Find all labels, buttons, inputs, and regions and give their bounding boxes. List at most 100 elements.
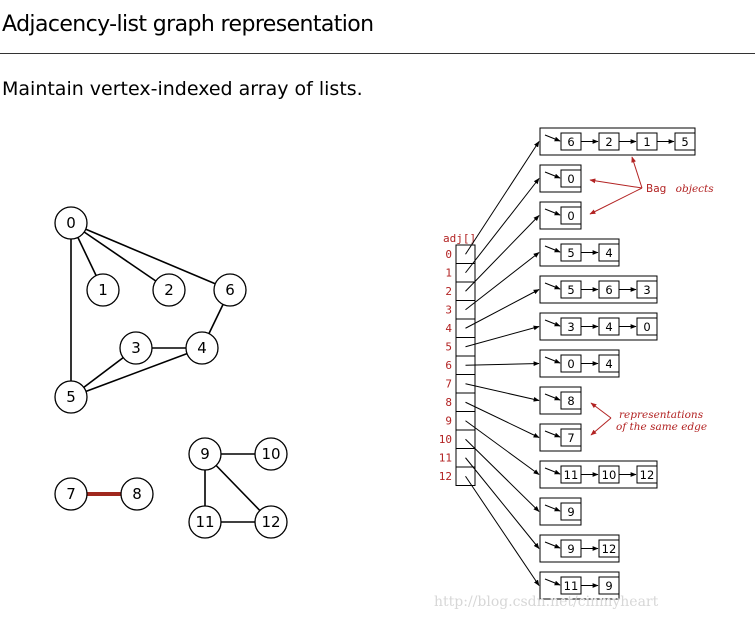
graph-node-label: 8 [132, 485, 142, 503]
first-pointer [544, 356, 561, 364]
graph-node-label: 12 [261, 513, 280, 531]
first-pointer [544, 282, 561, 290]
graph-node-circle [54, 380, 88, 414]
list-node-5-0: 3 [567, 320, 574, 334]
adj-index-6: 6 [445, 359, 452, 372]
graph-node-12: 12 [254, 505, 288, 539]
graph-node-circle [185, 331, 219, 365]
bag-arrow-2 [589, 187, 643, 215]
adj-pointer-1 [465, 178, 540, 274]
list-node-box [560, 391, 582, 410]
rep-arrow-0 [590, 402, 612, 419]
adj-index-0: 0 [445, 248, 452, 261]
first-pointer [544, 541, 561, 549]
list-node-0-1: 2 [605, 135, 612, 149]
graph-node-label: 4 [197, 339, 207, 357]
graph-edge-0-6 [70, 222, 231, 291]
list-node-11-0: 9 [567, 542, 574, 556]
first-pointer [544, 319, 561, 327]
first-pointer [544, 208, 561, 216]
adj-index-4: 4 [445, 322, 452, 335]
first-pointer [544, 245, 561, 253]
graph-node-circle [86, 273, 120, 307]
adj-pointer-9 [465, 420, 540, 475]
graph-node-7: 7 [54, 477, 88, 511]
list-node-box [598, 539, 620, 558]
list-node-6-0: 0 [567, 357, 574, 371]
adj-pointer-8 [465, 401, 540, 438]
rep-arrow-1 [590, 417, 612, 436]
list-node-box [598, 243, 620, 262]
graph-node-circle [152, 273, 186, 307]
graph-node-circle [120, 477, 154, 511]
graph-node-2: 2 [152, 273, 186, 307]
list-node-box [560, 169, 582, 188]
list-node-3-0: 5 [567, 246, 574, 260]
adj-pointer-3 [465, 252, 540, 311]
bag-1: 0 [539, 164, 582, 193]
graph-node-4: 4 [185, 331, 219, 365]
adj-index-1: 1 [445, 267, 452, 280]
list-node-box [636, 317, 658, 336]
adj-pointer-2 [465, 215, 540, 292]
list-node-10-0: 9 [567, 505, 574, 519]
title-divider [0, 53, 755, 54]
bag-arrow-1 [589, 178, 643, 189]
graph-node-circle [54, 477, 88, 511]
graph-edge-4-5 [70, 347, 203, 398]
list-node-box [636, 465, 658, 484]
list-node-0-0: 6 [567, 135, 574, 149]
adj-pointer-5 [465, 325, 540, 348]
bag-label: Bag objects [646, 183, 714, 195]
list-node-7-0: 8 [567, 394, 574, 408]
list-node-5-2: 0 [643, 320, 650, 334]
graph-node-circle [54, 206, 88, 240]
graph-node-3: 3 [119, 331, 153, 365]
graph-node-circle [254, 505, 288, 539]
first-pointer [544, 171, 561, 179]
first-pointer [544, 430, 561, 438]
list-node-2-0: 0 [567, 209, 574, 223]
graph-node-0: 0 [54, 206, 88, 240]
first-pointer [544, 504, 561, 512]
list-node-box [636, 280, 658, 299]
adj-pointer-10 [465, 438, 540, 512]
list-node-9-2: 12 [640, 468, 655, 482]
list-node-4-1: 6 [605, 283, 612, 297]
adj-pointer-11 [465, 457, 540, 549]
slide-subtitle: Maintain vertex-indexed array of lists. [2, 78, 363, 100]
adj-pointers [465, 140, 540, 586]
graph-node-label: 1 [98, 281, 108, 299]
list-node-8-0: 7 [567, 431, 574, 445]
graph-node-8: 8 [120, 477, 154, 511]
graph-node-label: 7 [66, 485, 76, 503]
list-node-box [598, 576, 620, 595]
list-node-box [560, 206, 582, 225]
bag-2: 0 [539, 201, 582, 230]
list-node-12-0: 11 [564, 579, 579, 593]
graph-edges [70, 222, 272, 523]
bag-arrow-0 [631, 156, 643, 189]
list-node-box [598, 354, 620, 373]
graph-node-circle [254, 437, 288, 471]
graph-node-circle [188, 505, 222, 539]
graph-node-circle [119, 331, 153, 365]
list-node-box [560, 428, 582, 447]
adj-index-10: 10 [439, 433, 452, 446]
graph-node-label: 11 [195, 513, 214, 531]
list-node-11-1: 12 [602, 542, 617, 556]
graph-node-6: 6 [213, 273, 247, 307]
graph-node-circle [213, 273, 247, 307]
adj-index-8: 8 [445, 396, 452, 409]
graph-edge-0-2 [70, 222, 170, 291]
graph-node-label: 9 [200, 445, 210, 463]
adj-index-9: 9 [445, 415, 452, 428]
rep-label-line1: representations [619, 409, 704, 421]
adj-pointer-0 [465, 140, 540, 255]
adj-index-11: 11 [439, 452, 452, 465]
